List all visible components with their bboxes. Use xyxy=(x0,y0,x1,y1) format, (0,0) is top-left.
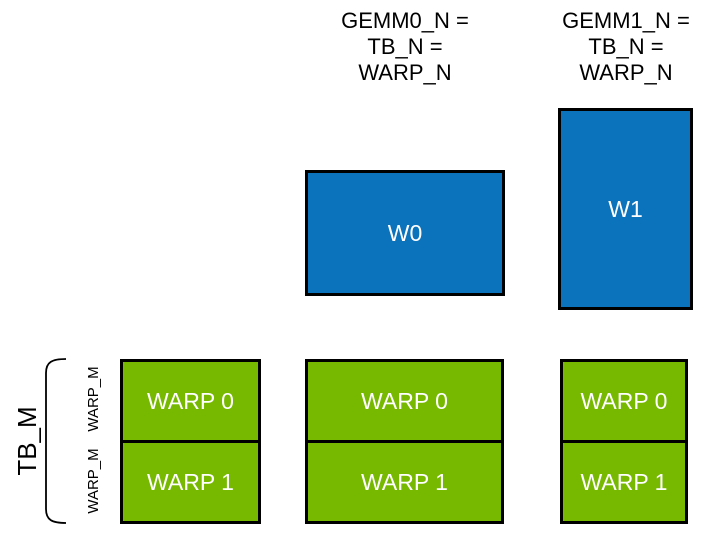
warp-w1-label: W1 xyxy=(608,195,643,222)
warp-column-left: WARP 0 WARP 1 xyxy=(120,359,261,524)
warp-w1-box: W1 xyxy=(558,108,693,310)
gemm1-n-header: GEMM1_N = TB_N = WARP_N xyxy=(516,8,720,86)
gemm1-n-header-line2: TB_N = xyxy=(588,34,664,59)
warp-column-middle: WARP 0 WARP 1 xyxy=(305,359,504,524)
tb-m-label: TB_M xyxy=(12,406,42,476)
warp-column-right: WARP 0 WARP 1 xyxy=(560,359,688,524)
warp-1-cell: WARP 1 xyxy=(563,443,685,521)
warp-0-cell: WARP 0 xyxy=(123,362,258,443)
gemm1-n-header-line3: WARP_N xyxy=(579,60,673,85)
gemm0-n-header-line3: WARP_N xyxy=(358,60,452,85)
warp-m-label-bottom: WARP_M xyxy=(85,448,102,514)
gemm0-n-header-line2: TB_N = xyxy=(367,34,443,59)
warp-1-cell: WARP 1 xyxy=(308,443,501,521)
warp-1-cell: WARP 1 xyxy=(123,443,258,521)
gemm0-n-header: GEMM0_N = TB_N = WARP_N xyxy=(295,8,515,86)
warp-m-label-top: WARP_M xyxy=(85,366,102,432)
warp-0-cell: WARP 0 xyxy=(563,362,685,443)
warp-w0-box: W0 xyxy=(305,170,505,296)
gemm1-n-header-line1: GEMM1_N = xyxy=(562,8,690,33)
warp-0-cell: WARP 0 xyxy=(308,362,501,443)
tb-m-bracket xyxy=(45,358,67,524)
gemm0-n-header-line1: GEMM0_N = xyxy=(341,8,469,33)
warp-w0-label: W0 xyxy=(387,219,423,246)
